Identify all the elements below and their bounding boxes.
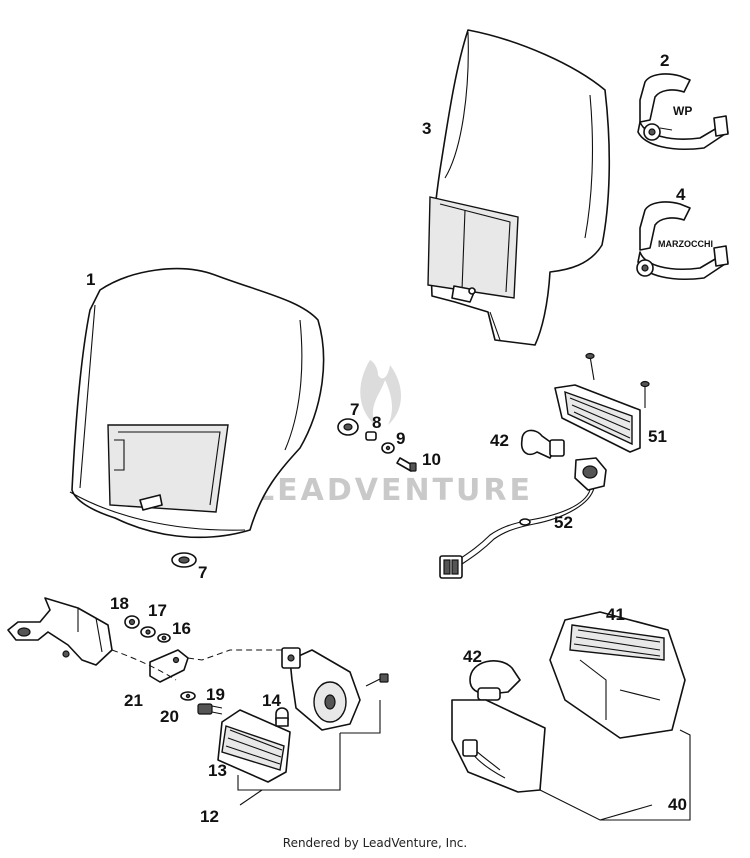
- callout-1: 1: [86, 270, 95, 289]
- callout-40: 40: [668, 795, 687, 814]
- clamp-wp: [637, 73, 729, 151]
- watermark: LEADVENTURE: [255, 360, 533, 508]
- watermark-text: LEADVENTURE: [255, 473, 533, 508]
- callout-17: 17: [148, 601, 167, 620]
- bracket-hardware: [7, 597, 296, 683]
- mount-hardware: [171, 418, 417, 568]
- callout-21: 21: [124, 691, 143, 710]
- footer-credit: Rendered by LeadVenture, Inc.: [282, 836, 468, 850]
- tail-light-assembly: [451, 611, 691, 821]
- headlight-mask-large: [69, 267, 325, 539]
- tag-marzocchi: MARZOCCHI: [658, 239, 713, 249]
- callout-16: 16: [172, 619, 191, 638]
- callout-14: 14: [262, 691, 281, 710]
- callout-41: 41: [606, 605, 625, 624]
- callout-7-upper: 7: [350, 400, 359, 419]
- rear-reflector: [554, 352, 650, 453]
- callout-51: 51: [648, 427, 667, 446]
- callout-10: 10: [422, 450, 441, 469]
- callout-7-lower: 7: [198, 563, 207, 582]
- callout-8: 8: [372, 413, 381, 432]
- callout-42-lower: 42: [463, 647, 482, 666]
- bolt-washer: [180, 691, 223, 715]
- callout-20: 20: [160, 707, 179, 726]
- callout-18: 18: [110, 594, 129, 613]
- clamp-marzocchi: [636, 201, 729, 281]
- callout-9: 9: [396, 429, 405, 448]
- headlight-mask-upper: [427, 29, 611, 346]
- callout-12: 12: [200, 807, 219, 826]
- bulb-and-harness: [439, 429, 607, 579]
- callout-4: 4: [676, 185, 686, 204]
- callout-19: 19: [206, 685, 225, 704]
- turn-signal-assembly: [217, 647, 389, 783]
- tag-wp: WP: [673, 104, 692, 118]
- callout-2: 2: [660, 51, 669, 70]
- leader-lines-12: [237, 700, 381, 806]
- callout-13: 13: [208, 761, 227, 780]
- callout-52: 52: [554, 513, 573, 532]
- callout-3: 3: [422, 119, 431, 138]
- callout-42-upper: 42: [490, 431, 509, 450]
